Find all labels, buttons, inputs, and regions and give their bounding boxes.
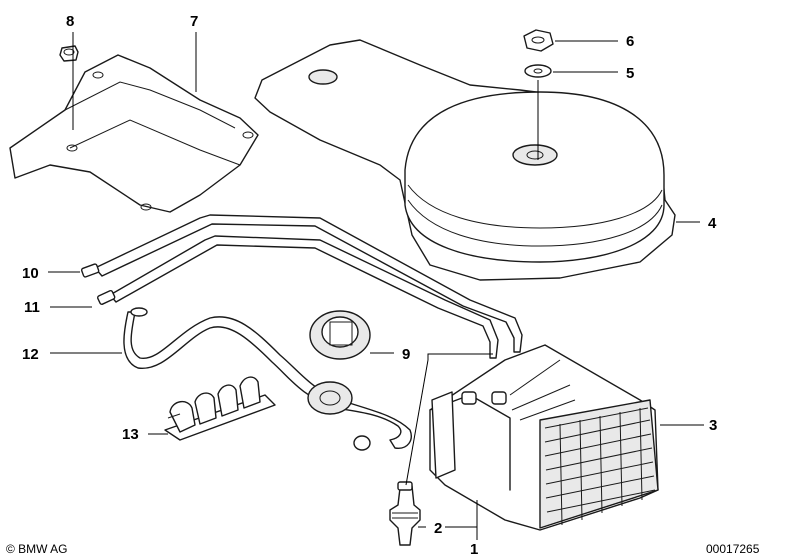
callout-5: 5 [626, 65, 634, 82]
callout-11: 11 [24, 299, 40, 316]
grommet [307, 310, 371, 415]
callout-9: 9 [402, 346, 410, 363]
copyright-text: © BMW AG [6, 542, 68, 556]
purge-valve [389, 481, 421, 546]
callout-3: 3 [709, 417, 717, 434]
vent-line-lower [97, 235, 499, 359]
hose [123, 307, 412, 451]
nut-small [59, 45, 79, 62]
heat-shield [9, 54, 259, 213]
line-clip [164, 376, 276, 441]
callout-1: 1 [470, 541, 478, 558]
callout-12: 12 [22, 346, 39, 363]
callout-4: 4 [708, 215, 717, 232]
hex-nut [523, 29, 554, 52]
callout-7: 7 [190, 13, 198, 30]
callout-8: 8 [66, 13, 74, 30]
callout-labels: 8 7 6 5 4 10 11 12 9 3 13 2 1 [22, 13, 717, 558]
callout-2: 2 [434, 520, 442, 537]
leader-lines [48, 32, 704, 540]
callout-13: 13 [122, 426, 139, 443]
callout-6: 6 [626, 33, 634, 50]
callout-10: 10 [22, 265, 39, 282]
vent-line-upper [80, 214, 523, 353]
air-filter-cover [254, 39, 676, 281]
carbon-canister [429, 344, 659, 531]
washer [524, 64, 552, 78]
diagram-id: 00017265 [706, 542, 760, 556]
